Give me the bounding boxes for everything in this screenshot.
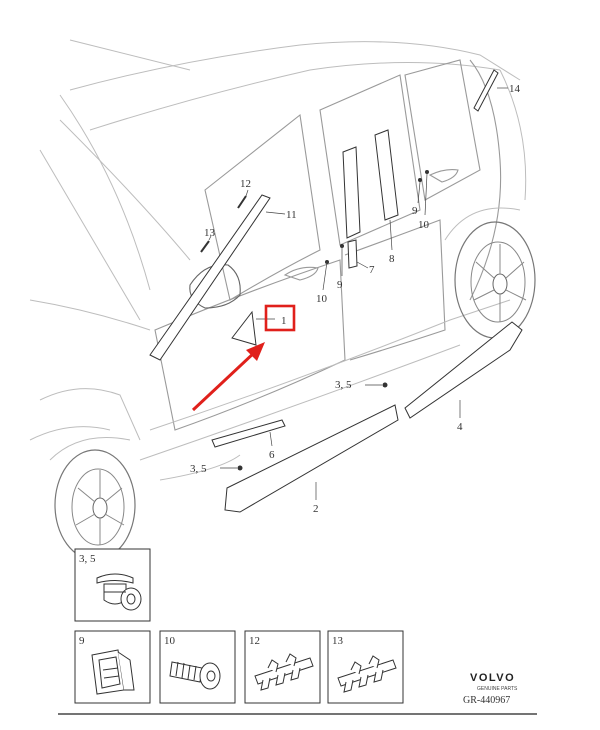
car-outline <box>29 39 527 481</box>
rear-wheel <box>444 207 536 339</box>
callout-labels: 1 2 3, 5 3, 5 4 6 7 8 9 9 10 10 11 12 13… <box>190 83 521 515</box>
screw-icon <box>169 661 221 690</box>
detail-box-3-5: 3, 5 <box>74 548 151 622</box>
detail-box-13: 13 <box>327 630 404 704</box>
callout-6: 6 <box>269 449 275 461</box>
callout-12: 12 <box>240 178 251 190</box>
drawing-code: GR-440967 <box>463 695 510 706</box>
callout-2: 2 <box>313 503 319 515</box>
detail-box-12-label: 12 <box>249 635 260 647</box>
callout-11: 11 <box>286 209 297 221</box>
callout-3-5-lower: 3, 5 <box>190 463 207 475</box>
volvo-brand: VOLVO GENUINE PARTS GR-440967 <box>463 672 518 706</box>
callout-9-lower: 9 <box>337 279 343 291</box>
part-13-clip[interactable] <box>200 240 210 253</box>
nut-clip-icon <box>91 649 135 695</box>
detail-box-9: 9 <box>74 630 151 704</box>
callout-10-lower: 10 <box>316 293 328 305</box>
detail-box-10: 10 <box>159 630 236 704</box>
highlight-box <box>264 304 296 332</box>
part-7-b-pillar-lower[interactable] <box>347 239 358 269</box>
callout-13: 13 <box>204 227 216 239</box>
highlight-arrow-shaft <box>191 350 257 412</box>
part-4-rear-sill-moulding[interactable] <box>404 321 523 419</box>
part-14-rear-strip[interactable] <box>473 69 499 112</box>
callout-7: 7 <box>369 264 375 276</box>
fastener-9-b[interactable] <box>418 178 422 182</box>
highlight-callout-1 <box>191 304 296 412</box>
part-8-c-pillar-trim[interactable] <box>374 129 399 221</box>
clip-strip-icon-13 <box>337 655 397 693</box>
callout-1: 1 <box>281 315 287 327</box>
callout-14: 14 <box>509 83 521 95</box>
detail-box-3-5-label: 3, 5 <box>79 553 96 565</box>
clip-3-5-b[interactable] <box>237 465 243 471</box>
brand-tagline: GENUINE PARTS <box>477 686 518 692</box>
callout-4: 4 <box>457 421 463 433</box>
part-b-pillar-front[interactable] <box>342 146 361 239</box>
callout-8: 8 <box>389 253 395 265</box>
detail-box-13-label: 13 <box>332 635 344 647</box>
part-12-clip[interactable] <box>237 195 247 209</box>
clip-strip-icon-12 <box>254 653 314 691</box>
part-1-triangle-trim[interactable] <box>231 310 257 346</box>
front-wheel <box>49 437 136 561</box>
callout-3-5-upper: 3, 5 <box>335 379 352 391</box>
clip-3-5-a[interactable] <box>382 382 388 388</box>
part-2-front-sill-moulding[interactable] <box>224 404 399 513</box>
callout-10-upper: 10 <box>418 219 430 231</box>
detail-box-9-label: 9 <box>79 635 85 647</box>
part-6-sill-strip[interactable] <box>211 419 286 448</box>
detail-box-10-label: 10 <box>164 635 176 647</box>
highlight-arrow-head <box>246 342 265 361</box>
part-11-a-pillar-trim[interactable] <box>149 194 271 361</box>
detail-box-12: 12 <box>244 630 321 704</box>
brand-name: VOLVO <box>470 672 515 684</box>
push-clip-icon <box>96 573 142 611</box>
callout-9-upper: 9 <box>412 205 418 217</box>
fastener-10-b[interactable] <box>425 170 429 174</box>
